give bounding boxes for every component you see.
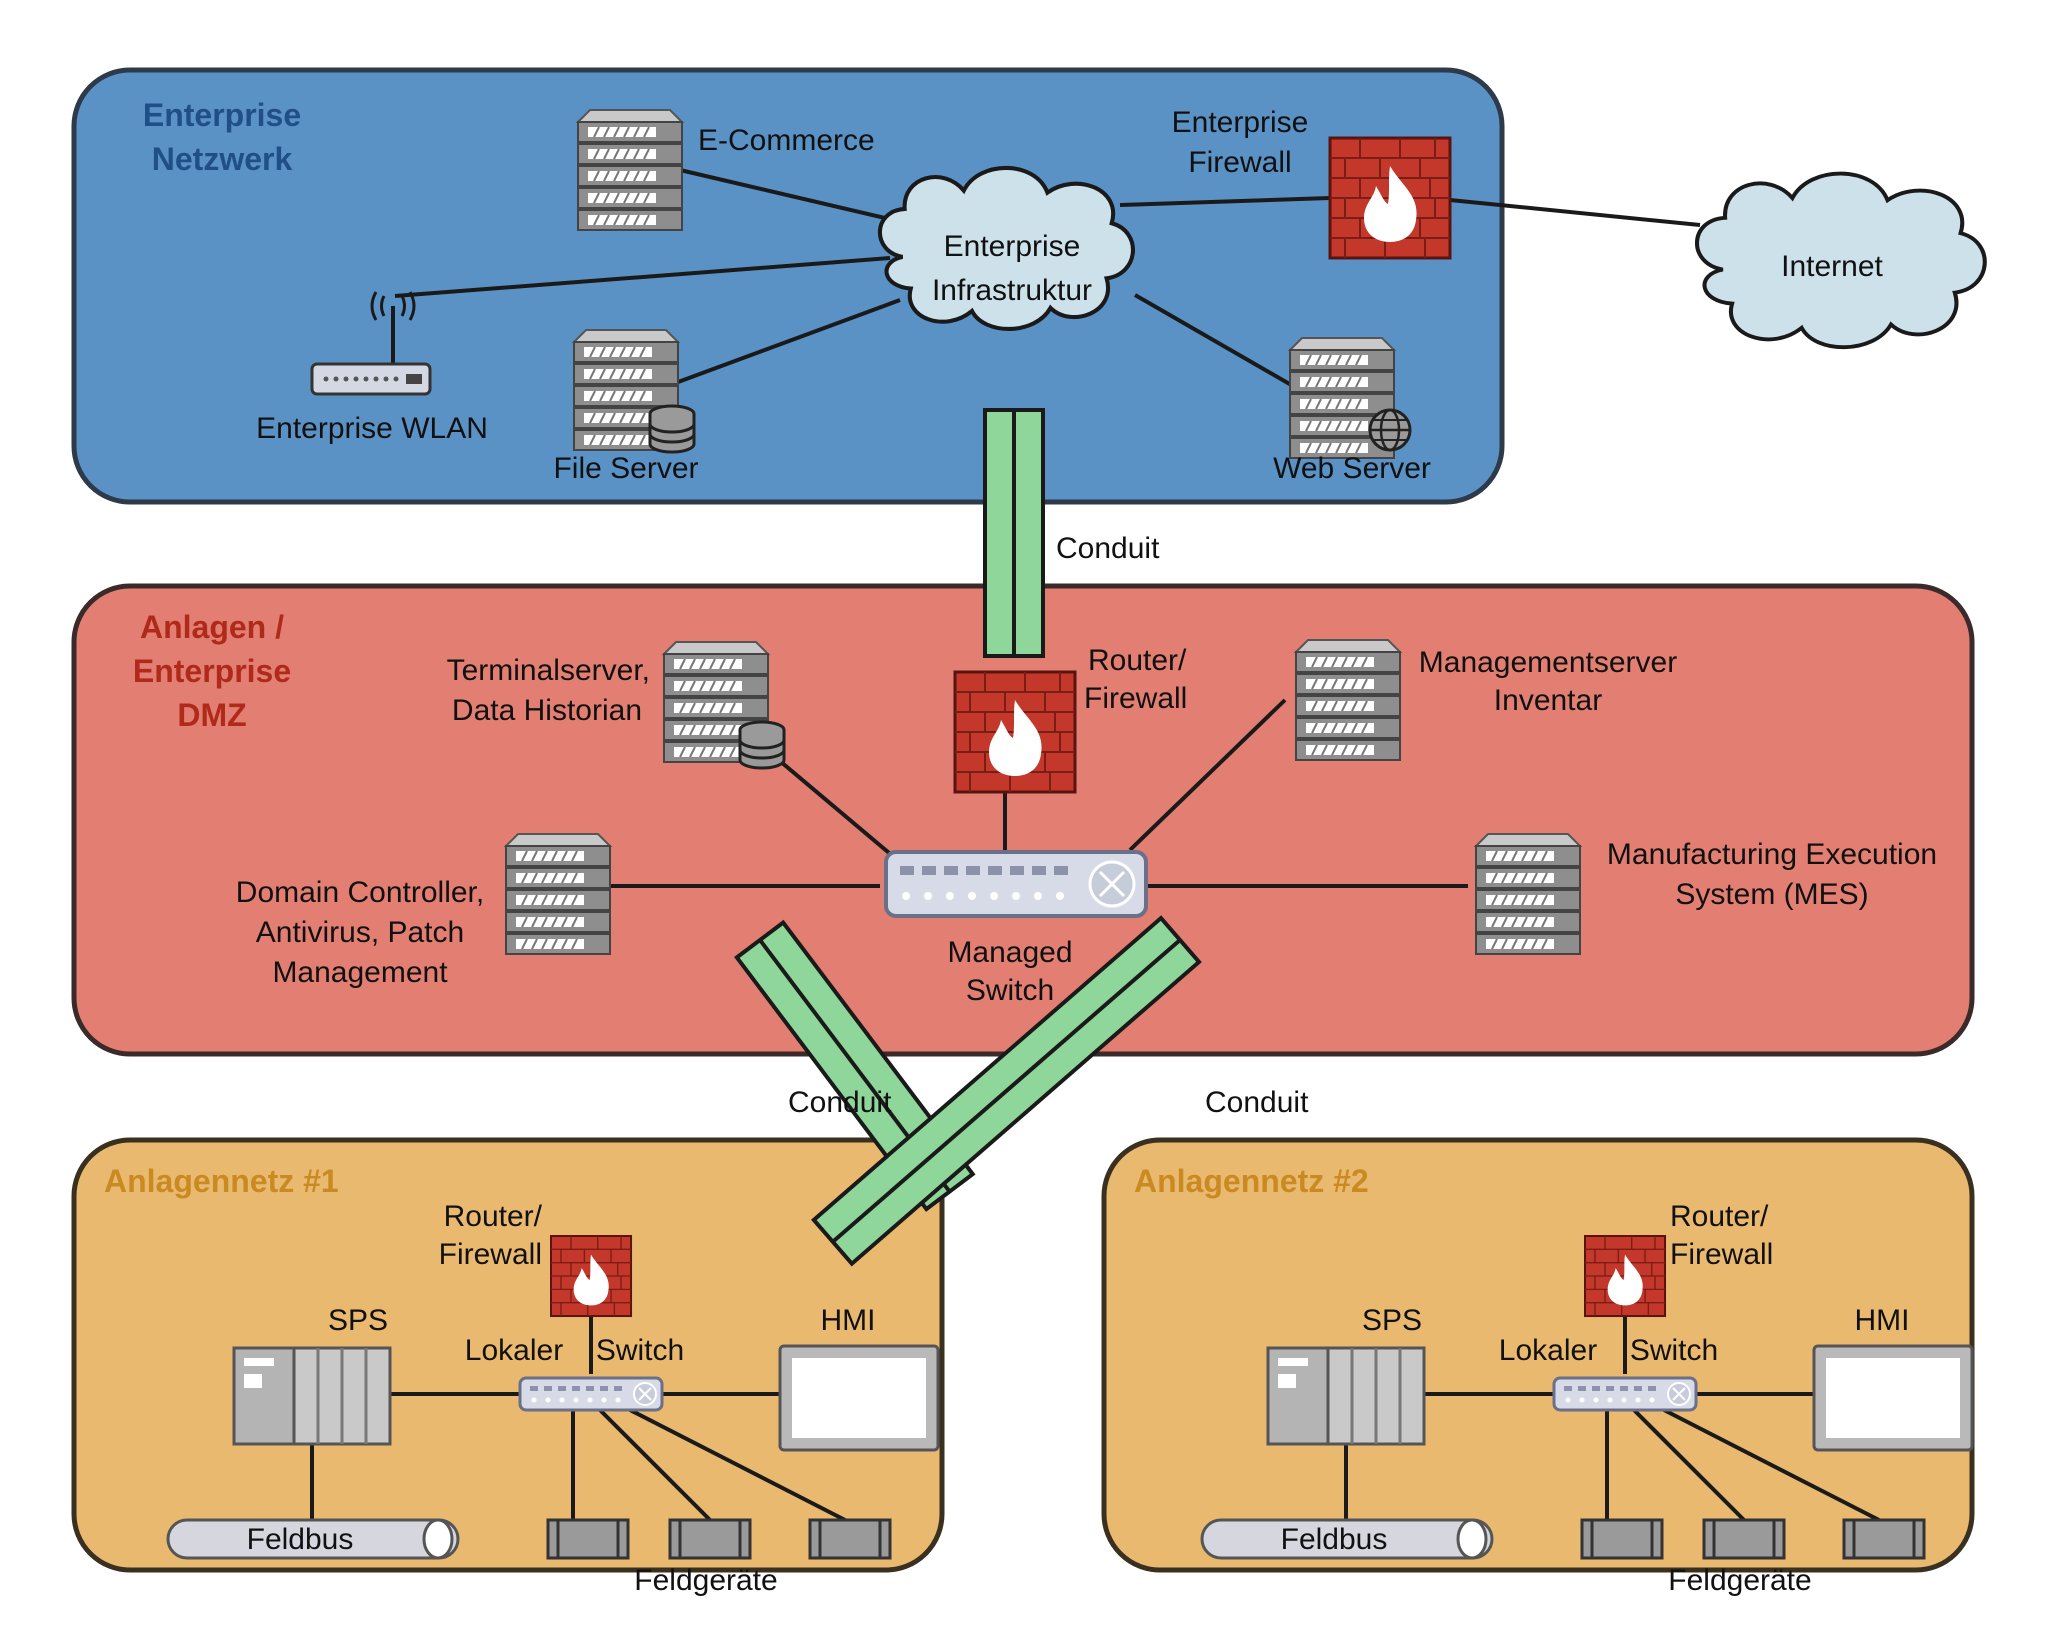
enterprise-infra-label: Enterprise (944, 230, 1081, 263)
mes-server-icon (1476, 834, 1580, 954)
plant2-lokaler-label: Lokaler (1499, 1334, 1597, 1367)
mes-label: Manufacturing Execution (1607, 838, 1937, 871)
plant1-sps-label: SPS (328, 1304, 388, 1337)
dmz-router-label: Router/ (1088, 644, 1187, 677)
plant1-network (166, 1234, 940, 1560)
plant1-hmi-label: HMI (821, 1304, 876, 1337)
mes-label: System (MES) (1675, 878, 1868, 911)
domain-controller-label: Management (272, 956, 448, 989)
plant2-hmi-label: HMI (1855, 1304, 1910, 1337)
managed-switch-label: Switch (966, 974, 1054, 1007)
managed-switch-icon (884, 850, 1148, 918)
plant2-network (1200, 1234, 1974, 1560)
wlan-router-icon (310, 291, 432, 396)
conduit-right (810, 915, 1202, 1267)
dmz-router-firewall-icon (953, 670, 1077, 794)
domain-controller-server-icon (506, 834, 610, 954)
plant1-router-label: Firewall (439, 1238, 542, 1271)
plant1-zone-title: Anlagennetz #1 (104, 1163, 339, 1199)
plant2-sps-label: SPS (1362, 1304, 1422, 1337)
management-server-icon (1296, 640, 1400, 760)
plant2-switch-label: Switch (1630, 1334, 1718, 1367)
ecommerce-label: E-Commerce (698, 124, 875, 157)
file-server-label: File Server (553, 452, 698, 485)
plant1-feldbus-label: Feldbus (247, 1523, 354, 1556)
plant1-switch-label: Switch (596, 1334, 684, 1367)
database-icon (648, 404, 696, 454)
management-server-label: Inventar (1494, 684, 1602, 717)
enterprise-zone (71, 67, 1505, 505)
enterprise-firewall-label: Firewall (1188, 146, 1291, 179)
plant2-router-label: Firewall (1670, 1238, 1773, 1271)
conduit-top (983, 408, 1045, 658)
conduit-label-top: Conduit (1056, 532, 1160, 565)
plant1-lokaler-label: Lokaler (465, 1334, 563, 1367)
plant1-router-label: Router/ (444, 1200, 543, 1233)
terminal-server-label: Terminalserver, (447, 654, 650, 687)
enterprise-zone-title: Netzwerk (152, 141, 293, 177)
dmz-zone-title: Anlagen / (140, 609, 284, 645)
enterprise-firewall-icon (1328, 136, 1452, 260)
plant2-feldgeraete-label: Feldgeräte (1668, 1564, 1811, 1597)
globe-icon (1368, 408, 1412, 452)
internet-label: Internet (1781, 250, 1883, 283)
enterprise-zone-title: Enterprise (143, 97, 301, 133)
conduit-label-right: Conduit (1205, 1086, 1309, 1119)
plant2-zone-title: Anlagennetz #2 (1134, 1163, 1369, 1199)
management-server-label: Managementserver (1419, 646, 1677, 679)
managed-switch-label: Managed (947, 936, 1072, 969)
domain-controller-label: Domain Controller, (236, 876, 484, 909)
web-server-label: Web Server (1273, 452, 1431, 485)
enterprise-firewall-label: Enterprise (1172, 106, 1309, 139)
terminal-server-label: Data Historian (452, 694, 642, 727)
dmz-zone-title: Enterprise (133, 653, 291, 689)
dmz-router-label: Firewall (1084, 682, 1187, 715)
plant1-zone (71, 1137, 945, 1573)
plant1-feldgeraete-label: Feldgeräte (634, 1564, 777, 1597)
plant2-feldbus-label: Feldbus (1281, 1523, 1388, 1556)
enterprise-wlan-label: Enterprise WLAN (256, 412, 488, 445)
plant2-router-label: Router/ (1670, 1200, 1769, 1233)
domain-controller-label: Antivirus, Patch (256, 916, 464, 949)
conduit-label-left: Conduit (788, 1086, 892, 1119)
dmz-zone-title: DMZ (177, 697, 246, 733)
ecommerce-server-icon (578, 110, 682, 230)
enterprise-infra-label: Infrastruktur (932, 274, 1092, 307)
database-icon (738, 720, 786, 770)
